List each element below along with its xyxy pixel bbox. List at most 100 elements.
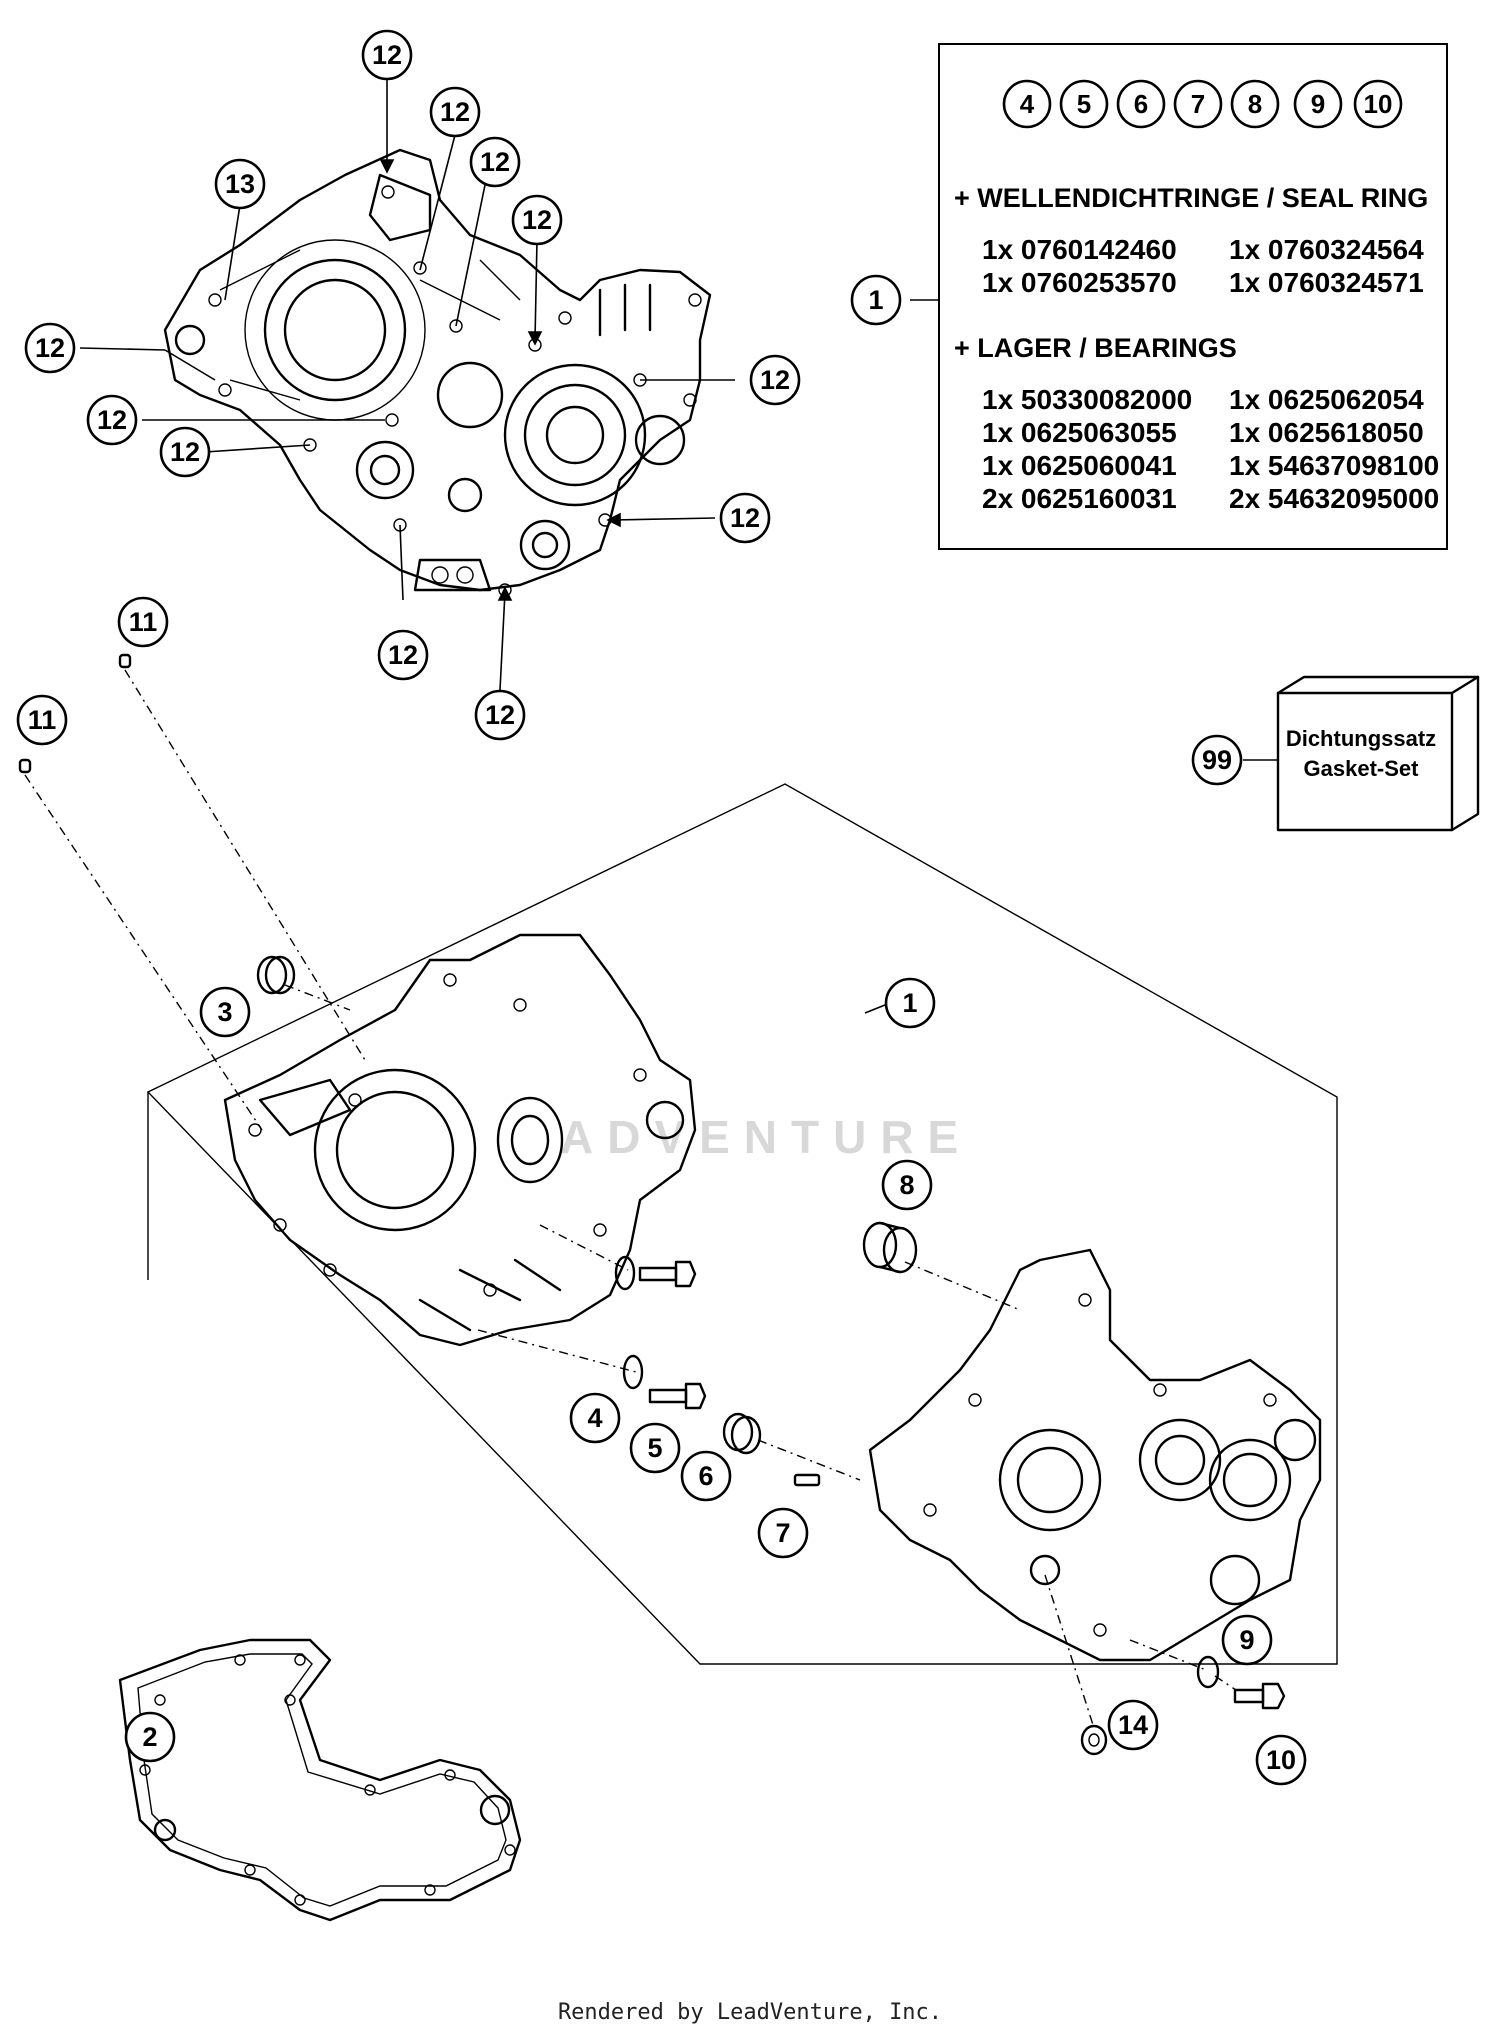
svg-text:12: 12 (35, 333, 65, 363)
svg-text:12: 12 (388, 640, 418, 670)
svg-text:12: 12 (522, 205, 552, 235)
small-parts (18, 653, 1286, 1756)
bearing-item: 2x 0625160031 (982, 483, 1177, 514)
gasket-set-label: Dichtungssatz Gasket-Set (1276, 724, 1446, 784)
svg-text:12: 12 (485, 700, 515, 730)
gasket-set-label-en: Gasket-Set (1303, 756, 1419, 781)
callout-4[interactable]: 4 (569, 1392, 621, 1444)
callout-12-i[interactable]: 12 (719, 492, 771, 544)
svg-text:12: 12 (97, 405, 127, 435)
callout-13[interactable]: 13 (214, 158, 266, 210)
callout-10[interactable]: 10 (1255, 1734, 1307, 1786)
assembled-crankcase-drawing (163, 148, 712, 597)
bearing-item: 2x 54632095000 (1229, 483, 1440, 514)
kit-number-8: 8 (1230, 79, 1280, 129)
svg-text:10: 10 (1266, 1745, 1296, 1775)
svg-text:12: 12 (372, 40, 402, 70)
callout-12-k[interactable]: 12 (474, 689, 526, 741)
callout-1-box[interactable]: 1 (850, 274, 902, 326)
svg-text:4: 4 (1020, 89, 1035, 119)
svg-text:6: 6 (1134, 89, 1148, 119)
callout-6[interactable]: 6 (680, 1450, 732, 1502)
right-crankcase-half (868, 1248, 1322, 1662)
exploded-view-frame (146, 783, 1338, 1665)
seal-item: 1x 0760142460 (982, 234, 1177, 265)
svg-text:8: 8 (899, 1170, 914, 1200)
callout-2[interactable]: 2 (124, 1711, 176, 1763)
svg-text:4: 4 (587, 1403, 602, 1433)
bearing-item: 1x 0625618050 (1229, 417, 1424, 448)
seal-ring-heading: + WELLENDICHTRINGE / SEAL RING (954, 183, 1429, 213)
callout-99[interactable]: 99 (1191, 734, 1243, 786)
kit-number-10: 10 (1353, 79, 1403, 129)
callout-12-g[interactable]: 12 (86, 394, 138, 446)
svg-text:11: 11 (28, 705, 57, 735)
kit-number-4: 4 (1002, 79, 1052, 129)
kit-number-9: 9 (1293, 79, 1343, 129)
callout-11-lower[interactable]: 11 (16, 694, 68, 746)
left-crankcase-half (223, 933, 697, 1347)
callout-12-b[interactable]: 12 (429, 86, 481, 138)
svg-text:14: 14 (1118, 1710, 1148, 1740)
svg-text:2: 2 (142, 1722, 157, 1752)
bearing-item: 1x 0625063055 (982, 417, 1177, 448)
seal-item: 1x 0760324564 (1229, 234, 1424, 265)
top-view-leaders (79, 80, 735, 691)
callout-9[interactable]: 9 (1221, 1614, 1273, 1666)
callout-8[interactable]: 8 (881, 1159, 933, 1211)
svg-text:12: 12 (760, 365, 790, 395)
svg-text:12: 12 (480, 147, 510, 177)
callouts: 1 1 2 3 4 5 6 7 8 9 10 11 11 13 14 99 12… (16, 29, 1307, 1786)
svg-text:9: 9 (1239, 1625, 1254, 1655)
callout-3[interactable]: 3 (199, 986, 251, 1038)
bearing-item: 1x 50330082000 (982, 384, 1193, 415)
callout-12-c[interactable]: 12 (469, 136, 521, 188)
svg-text:3: 3 (217, 997, 232, 1027)
callout-12-e[interactable]: 12 (24, 322, 76, 374)
svg-text:12: 12 (440, 97, 470, 127)
gasket-set-box (1243, 675, 1480, 832)
seal-item: 1x 0760253570 (982, 267, 1177, 298)
svg-text:1: 1 (902, 988, 917, 1018)
kit-number-row: 4 5 6 7 8 9 10 (1002, 79, 1403, 129)
seal-item: 1x 0760324571 (1229, 267, 1424, 298)
kit-contents-box: + WELLENDICHTRINGE / SEAL RING 1x 076014… (938, 43, 1448, 550)
bearings-heading: + LAGER / BEARINGS (954, 333, 1237, 363)
gasket-outline (118, 1638, 522, 1922)
footer-credit: Rendered by LeadVenture, Inc. (557, 2000, 943, 2025)
svg-text:11: 11 (129, 607, 158, 637)
bearings-list: 1x 50330082000 1x 0625062054 1x 06250630… (982, 383, 1469, 515)
callout-12-f[interactable]: 12 (749, 354, 801, 406)
callout-7[interactable]: 7 (757, 1507, 809, 1559)
callout-1-main[interactable]: 1 (884, 977, 936, 1029)
callout-12-j[interactable]: 12 (377, 629, 429, 681)
svg-text:7: 7 (775, 1518, 790, 1548)
svg-text:99: 99 (1202, 745, 1232, 775)
bearing-item: 1x 54637098100 (1229, 450, 1440, 481)
svg-text:5: 5 (1077, 89, 1091, 119)
kit-number-6: 6 (1116, 79, 1166, 129)
kit-number-5: 5 (1059, 79, 1109, 129)
svg-text:12: 12 (730, 503, 760, 533)
svg-text:12: 12 (170, 437, 200, 467)
callout-11-upper[interactable]: 11 (117, 596, 169, 648)
callout-12-d[interactable]: 12 (511, 194, 563, 246)
assembly-lines (24, 669, 1237, 1729)
gasket-set-label-de: Dichtungssatz (1285, 726, 1437, 751)
bearing-item: 1x 0625060041 (982, 450, 1177, 481)
callout-12-h[interactable]: 12 (159, 426, 211, 478)
svg-text:8: 8 (1248, 89, 1262, 119)
seal-ring-list: 1x 0760142460 1x 0760324564 1x 076025357… (982, 233, 1469, 299)
svg-text:9: 9 (1311, 89, 1325, 119)
watermark-text: ADVENTURE (560, 1111, 973, 1163)
svg-text:7: 7 (1191, 89, 1205, 119)
callout-5[interactable]: 5 (629, 1422, 681, 1474)
svg-text:1: 1 (868, 285, 883, 315)
callout-12-a[interactable]: 12 (361, 29, 413, 81)
callout-14[interactable]: 14 (1107, 1699, 1159, 1751)
svg-text:5: 5 (647, 1433, 662, 1463)
kit-number-7: 7 (1173, 79, 1223, 129)
svg-text:10: 10 (1364, 89, 1393, 119)
bearing-item: 1x 0625062054 (1229, 384, 1424, 415)
